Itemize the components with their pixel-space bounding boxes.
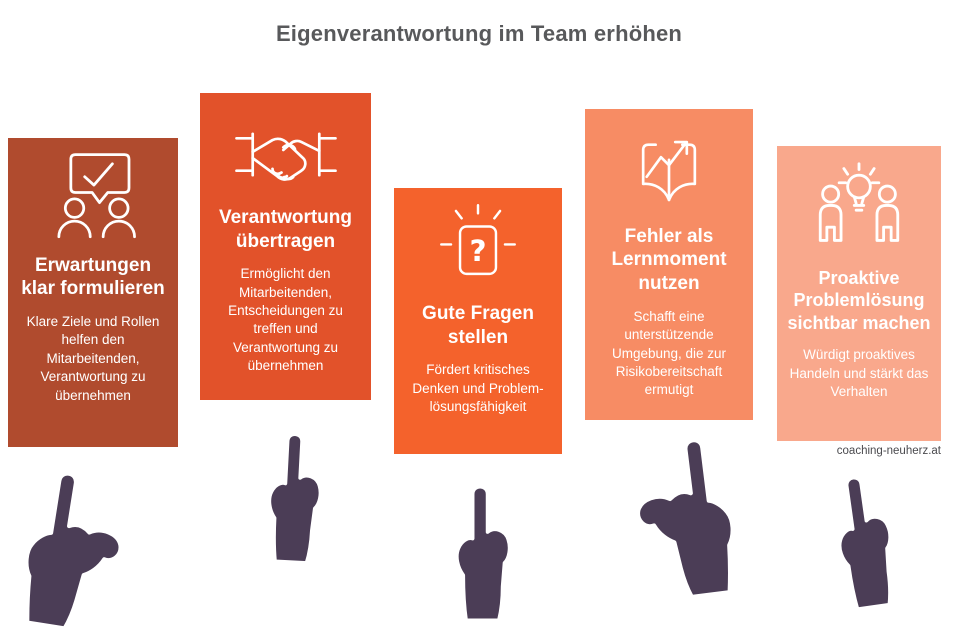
pointing-hand-icon-1 [24,471,123,631]
card-title: Fehler als Lernmoment nutzen [611,225,727,295]
card-erwartungen-klar-formulieren: Erwartungen klar formulieren Klare Ziele… [8,138,178,447]
pointing-hand-icon-5 [837,475,893,612]
question-box-icon: ? [440,204,516,276]
watermark: coaching-neuherz.at [836,445,941,457]
card-description: Klare Ziele und Rollen helfen den Mitarb… [26,314,160,403]
pointing-hand-icon-3 [454,484,512,623]
card-title: Gute Fragen stellen [422,302,534,348]
card-verantwortung-uebertragen: Verantwortung übertragen Ermöglicht den … [200,93,371,400]
open-book-arrow-icon [641,140,697,202]
card-description: Ermöglicht den Mitarbeitenden, Entscheid… [228,266,343,374]
page-title: Eigenverantwortung im Team erhöhen [275,21,683,46]
pointing-hand-icon-2 [267,432,323,565]
card-description: Schafft eine unterstützende Umgebung, di… [611,308,727,398]
card-title: Proaktive Problemlösung sichtbar machen [787,267,931,333]
card-title: Verantwortung übertragen [218,206,352,252]
card-gute-fragen-stellen: ? Gute Fragen stellen Fördert kritisches… [394,188,562,454]
people-lightbulb-icon [818,162,900,242]
card-description: Würdigt proaktives Handeln und stärkt da… [789,347,929,400]
speech-bubble-check-people-icon [57,153,136,239]
handshake-icon [234,132,337,181]
card-title: Erwartungen klar formulieren [21,254,165,300]
card-description: Fördert kritisches Denken und Problem-lö… [412,362,544,415]
card-fehler-als-lernmoment: Fehler als Lernmoment nutzen Schafft ein… [585,109,753,420]
svg-text:?: ? [469,234,486,268]
pointing-hand-icon-4 [635,438,735,600]
card-proaktive-problemloesung: Proaktive Problemlösung sichtbar machen … [777,146,941,441]
